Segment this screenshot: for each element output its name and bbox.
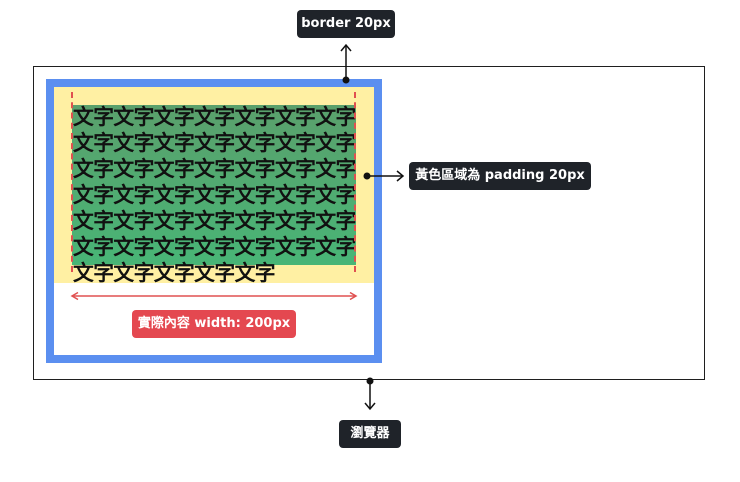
border-label: border 20px (297, 10, 395, 38)
width-measure-left-head (70, 291, 79, 301)
border-arrow-head (340, 43, 352, 52)
browser-arrow-head (364, 402, 376, 411)
content-left-edge-marker (71, 92, 73, 272)
padding-arrow-head (396, 170, 405, 182)
content-right-edge-marker (354, 92, 356, 272)
content-width-label: 實際內容 width: 200px (132, 310, 296, 338)
content-text: 文字文字文字文字文字文字文字文字文字文字文字文字文字文字文字文字文字文字文字文字… (73, 105, 356, 285)
padding-label: 黃色區域為 padding 20px (409, 162, 591, 190)
width-measure-right-head (349, 291, 358, 301)
content-area (72, 105, 356, 265)
browser-label: 瀏覽器 (339, 420, 401, 448)
